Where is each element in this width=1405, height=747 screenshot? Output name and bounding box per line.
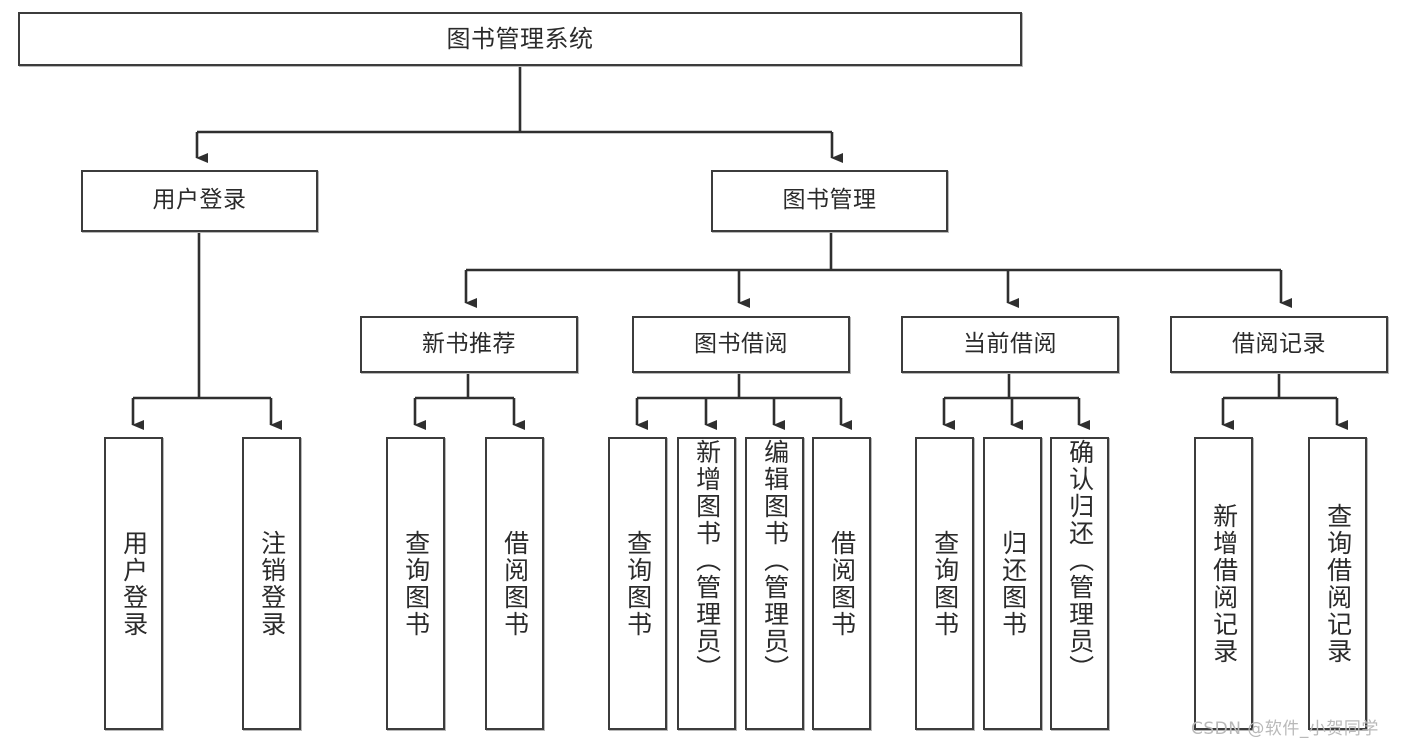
node-leaf-query-book-1-label: 查询图书 bbox=[401, 529, 431, 638]
node-leaf-borrow-book-2[interactable]: 借阅图书 bbox=[812, 437, 871, 730]
node-leaf-borrow-book-1-label: 借阅图书 bbox=[500, 529, 530, 638]
node-leaf-logout[interactable]: 注销登录 bbox=[242, 437, 301, 730]
node-leaf-add-book-label: 新增图书（管理员） bbox=[692, 439, 722, 682]
node-leaf-borrow-book-1[interactable]: 借阅图书 bbox=[485, 437, 544, 730]
node-leaf-return-book[interactable]: 归还图书 bbox=[983, 437, 1042, 730]
node-new-book-recommend[interactable]: 新书推荐 bbox=[360, 316, 578, 373]
node-leaf-query-record[interactable]: 查询借阅记录 bbox=[1308, 437, 1367, 730]
node-book-manage-label: 图书管理 bbox=[782, 187, 877, 214]
node-leaf-borrow-book-2-label: 借阅图书 bbox=[827, 529, 857, 638]
node-book-borrow-label: 图书借阅 bbox=[694, 330, 788, 357]
node-leaf-edit-book[interactable]: 编辑图书（管理员） bbox=[745, 437, 804, 730]
node-book-manage[interactable]: 图书管理 bbox=[711, 170, 948, 232]
node-leaf-add-record-label: 新增借阅记录 bbox=[1209, 502, 1239, 665]
node-current-borrow-label: 当前借阅 bbox=[963, 330, 1057, 357]
node-borrow-record-label: 借阅记录 bbox=[1232, 330, 1326, 357]
node-leaf-query-book-2-label: 查询图书 bbox=[623, 529, 653, 638]
node-leaf-query-book-2[interactable]: 查询图书 bbox=[608, 437, 667, 730]
node-leaf-query-book-1[interactable]: 查询图书 bbox=[386, 437, 445, 730]
node-book-borrow[interactable]: 图书借阅 bbox=[632, 316, 850, 373]
node-leaf-user-login-label: 用户登录 bbox=[119, 529, 149, 638]
node-user-login-label: 用户登录 bbox=[152, 187, 247, 214]
node-leaf-return-book-label: 归还图书 bbox=[998, 529, 1028, 638]
csdn-watermark: CSDN @软件_小贺同学 bbox=[1191, 719, 1379, 739]
node-leaf-logout-label: 注销登录 bbox=[257, 529, 287, 638]
node-leaf-query-record-label: 查询借阅记录 bbox=[1323, 502, 1353, 665]
node-leaf-query-book-3[interactable]: 查询图书 bbox=[915, 437, 974, 730]
node-leaf-user-login[interactable]: 用户登录 bbox=[104, 437, 163, 730]
node-new-book-recommend-label: 新书推荐 bbox=[422, 330, 516, 357]
node-leaf-confirm-return-label: 确认归还（管理员） bbox=[1065, 439, 1095, 682]
node-root-label: 图书管理系统 bbox=[446, 24, 594, 53]
node-user-login[interactable]: 用户登录 bbox=[81, 170, 318, 232]
node-current-borrow[interactable]: 当前借阅 bbox=[901, 316, 1119, 373]
node-leaf-add-book[interactable]: 新增图书（管理员） bbox=[677, 437, 736, 730]
node-leaf-edit-book-label: 编辑图书（管理员） bbox=[760, 439, 790, 682]
node-leaf-add-record[interactable]: 新增借阅记录 bbox=[1194, 437, 1253, 730]
node-root[interactable]: 图书管理系统 bbox=[18, 12, 1022, 66]
node-leaf-confirm-return[interactable]: 确认归还（管理员） bbox=[1050, 437, 1109, 730]
node-borrow-record[interactable]: 借阅记录 bbox=[1170, 316, 1388, 373]
node-leaf-query-book-3-label: 查询图书 bbox=[930, 529, 960, 638]
